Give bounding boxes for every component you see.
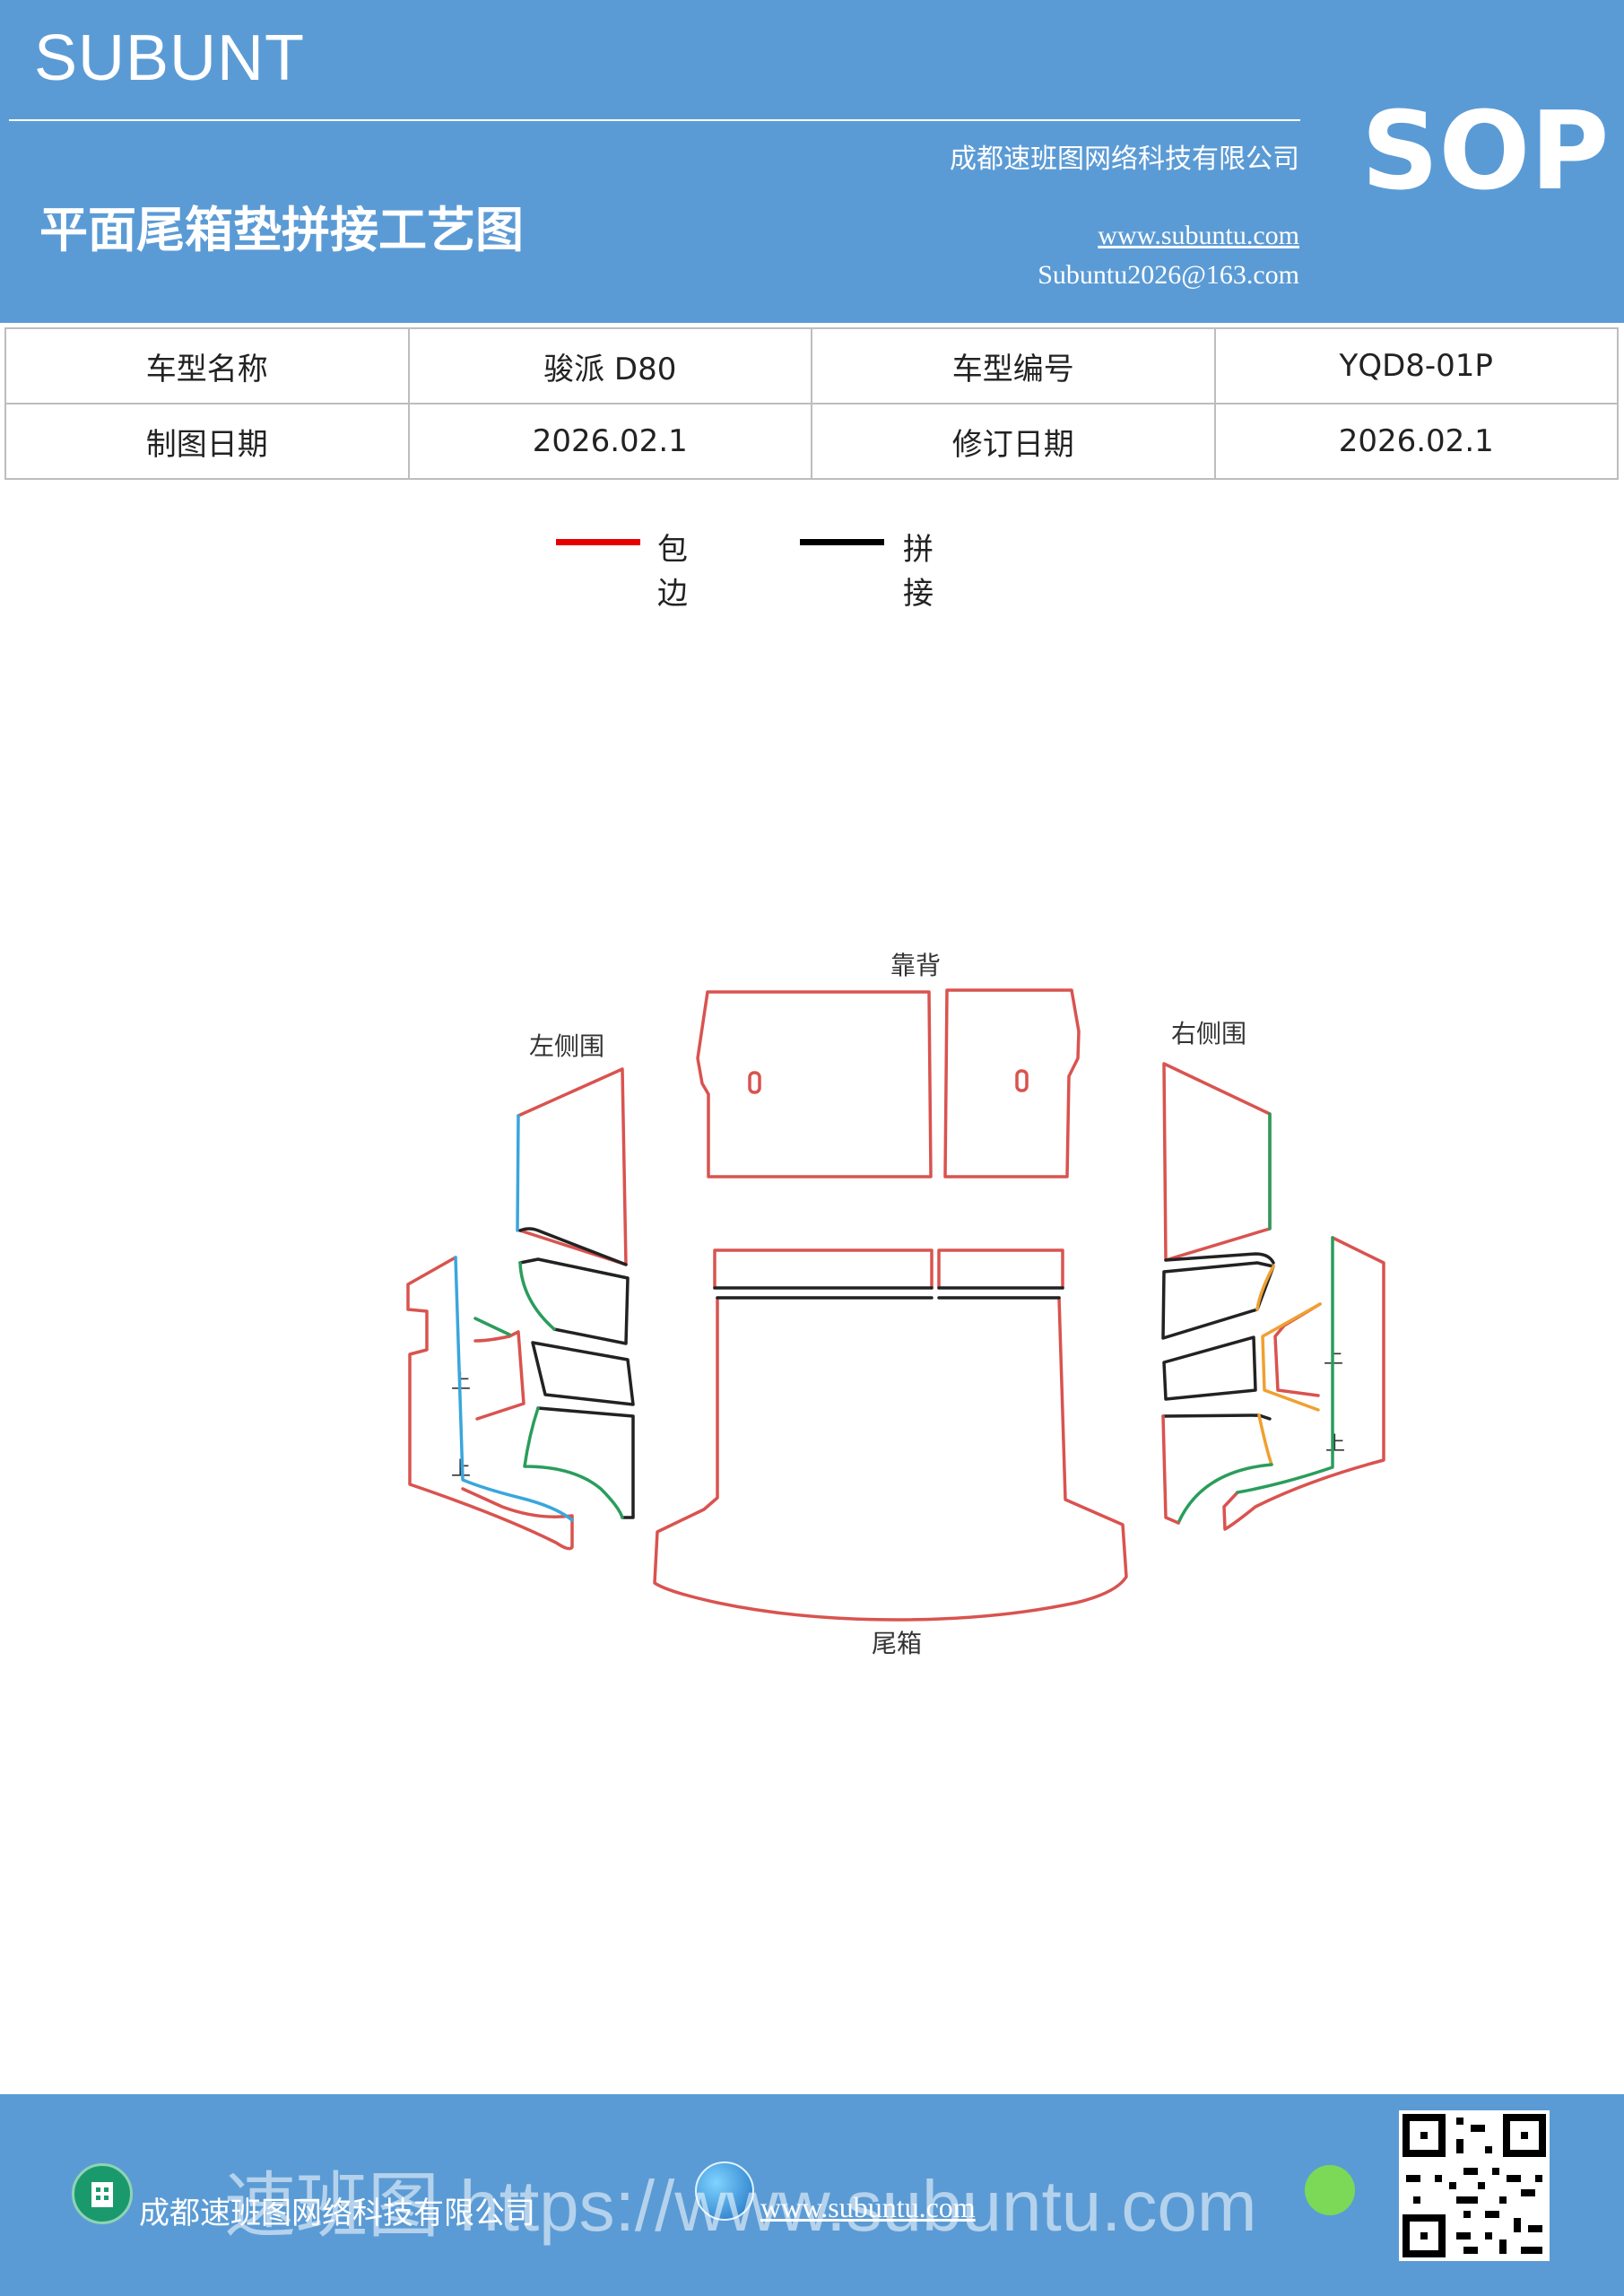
backrest-left-slot [748, 1071, 761, 1094]
email-address: Subuntu2026@163.com [1038, 260, 1299, 290]
left-side-outer-blue [454, 1256, 574, 1522]
right-side-top-panel [1162, 1062, 1272, 1262]
building-icon [72, 2163, 133, 2224]
table-cell: 2026.02.1 [407, 403, 812, 480]
left-side-mid3 [536, 1406, 635, 1519]
label-trunk: 尾箱 [872, 1629, 922, 1658]
right-side-outer-panel [1222, 1236, 1385, 1531]
vehicle-info-table: 车型名称 骏派 D80 车型编号 YQD8-01P 制图日期 2026.02.1… [4, 327, 1619, 480]
backrest-right-panel [943, 988, 1081, 1178]
company-name: 成都速班图网络科技有限公司 [950, 144, 1299, 175]
right-side-mid1 [1161, 1261, 1275, 1340]
globe-icon [695, 2161, 754, 2221]
footer-website-link[interactable]: www.subuntu.com [760, 2191, 976, 2223]
left-side-top-blue [516, 1114, 520, 1232]
document-title: 平面尾箱垫拼接工艺图 [39, 202, 524, 258]
right-side-mid3-edge [1161, 1414, 1180, 1525]
trunk-main-panel [653, 1296, 1128, 1622]
left-side-mid1 [518, 1257, 630, 1345]
table-cell: 2026.02.1 [1213, 403, 1619, 480]
left-side-bracket [473, 1330, 525, 1421]
right-side-mid3-green [1177, 1463, 1273, 1525]
trunk-strip-left [713, 1248, 934, 1290]
left-side-top-panel [517, 1067, 628, 1266]
footer-watermark: 速班图 https://www.subuntu.com [224, 2166, 1257, 2246]
right-side-mid3 [1161, 1413, 1272, 1421]
backrest-left-panel [696, 990, 933, 1178]
legend-label-edge: 包边 [657, 532, 688, 612]
left-side-top-seam [518, 1227, 628, 1266]
footer-company-name: 成都速班图网络科技有限公司 [139, 2196, 535, 2231]
qr-code-icon [1399, 2110, 1550, 2261]
left-side-mid1-green [518, 1261, 556, 1331]
sop-badge: SOP [1361, 90, 1610, 214]
table-cell: 制图日期 [4, 403, 410, 480]
legend-swatch-seam [800, 539, 884, 545]
right-side-top-seam [1164, 1252, 1275, 1265]
right-side-bracket-orange [1261, 1302, 1322, 1412]
right-side-mid3-orange [1257, 1413, 1273, 1466]
brand-logo-text: SUBUNT [34, 22, 306, 94]
table-cell: 车型名称 [4, 327, 410, 404]
label-backrest: 靠背 [890, 951, 941, 980]
right-side-mid2 [1162, 1335, 1257, 1401]
legend-swatch-edge [556, 539, 640, 545]
left-side-outer-panel [406, 1256, 574, 1551]
table-row: 车型名称 骏派 D80 车型编号 YQD8-01P [4, 327, 1619, 404]
legend-label-seam: 拼接 [903, 532, 934, 612]
label-left-side: 左侧围 [529, 1031, 604, 1061]
label-right-side: 右侧围 [1171, 1019, 1246, 1048]
left-side-mid2 [531, 1341, 635, 1406]
left-side-mid3-green [523, 1406, 624, 1519]
table-cell: YQD8-01P [1213, 327, 1619, 404]
wechat-icon [1305, 2165, 1355, 2215]
table-cell: 车型编号 [811, 327, 1216, 404]
table-cell: 骏派 D80 [407, 327, 812, 404]
header-banner [0, 0, 1624, 323]
left-side-bracket-green [473, 1317, 511, 1336]
label-up-right-2: 上 [1325, 1433, 1345, 1456]
header-divider [9, 119, 1300, 121]
table-row: 制图日期 2026.02.1 修订日期 2026.02.1 [4, 403, 1619, 480]
right-side-mid1-orange [1255, 1265, 1275, 1311]
right-side-outer-green [1236, 1236, 1334, 1494]
backrest-right-slot [1015, 1069, 1029, 1092]
table-cell: 修订日期 [811, 403, 1216, 480]
trunk-strip-right [937, 1248, 1064, 1290]
website-link[interactable]: www.subuntu.com [1098, 221, 1299, 250]
